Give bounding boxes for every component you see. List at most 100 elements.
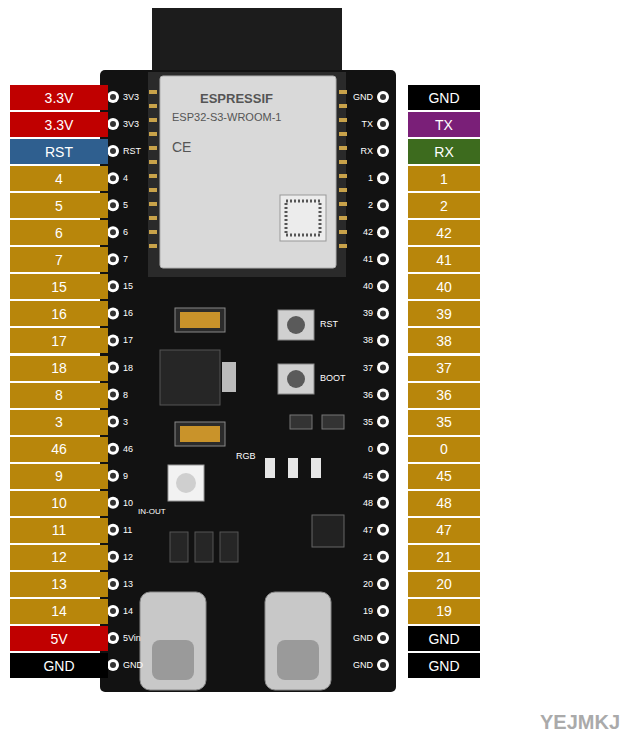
pin-drill <box>110 392 116 398</box>
pin-drill <box>110 635 116 641</box>
pin-drill <box>110 148 116 154</box>
pin-label: 17 <box>51 333 67 349</box>
module-pads <box>149 90 347 248</box>
pin-label-box: 8 <box>10 383 108 408</box>
pin-label-box: 11 <box>10 518 108 543</box>
silkscreen-pin-name: 47 <box>363 526 373 535</box>
pin-drill <box>380 446 386 452</box>
pin-hole <box>107 470 119 482</box>
silkscreen-pin-name: 48 <box>363 499 373 508</box>
pin-label: 40 <box>436 279 452 295</box>
pin-hole <box>377 91 389 103</box>
reset-button <box>278 310 314 340</box>
pin-label: 47 <box>436 522 452 538</box>
pin-drill <box>110 581 116 587</box>
pin-drill <box>380 94 386 100</box>
silkscreen-pin-name: 6 <box>123 228 128 237</box>
pin-drill <box>110 554 116 560</box>
pin-drill <box>380 310 386 316</box>
pin-label-box: 40 <box>408 274 480 299</box>
pin-label: 15 <box>51 279 67 295</box>
pin-drill <box>110 175 116 181</box>
pin-hole <box>107 389 119 401</box>
qr-code <box>280 195 326 241</box>
silkscreen-pin-name: 17 <box>123 336 133 345</box>
pin-label-box: 35 <box>408 410 480 435</box>
pin-drill <box>380 283 386 289</box>
pin-label: GND <box>428 631 459 647</box>
pin-hole <box>107 118 119 130</box>
button-label: BOOT <box>320 374 346 383</box>
pin-hole <box>377 172 389 184</box>
pin-label: 5V <box>50 631 67 647</box>
pin-label-box: 18 <box>10 356 108 381</box>
pin-drill <box>380 148 386 154</box>
silkscreen-pin-name: 46 <box>123 445 133 454</box>
led <box>265 458 275 478</box>
pin-label-box: 46 <box>10 437 108 462</box>
silkscreen-pin-name: 8 <box>123 391 128 400</box>
pin-label: 48 <box>436 495 452 511</box>
pin-hole <box>107 443 119 455</box>
pin-drill <box>380 337 386 343</box>
pin-hole <box>377 362 389 374</box>
silkscreen-pin-name: 3V3 <box>123 93 139 102</box>
brand-text: ESPRESSIF <box>200 92 273 105</box>
led-label: RGB <box>236 452 256 461</box>
pin-drill <box>110 256 116 262</box>
pin-drill <box>110 202 116 208</box>
pin-label-box: 3 <box>10 410 108 435</box>
pin-label: GND <box>428 658 459 674</box>
pin-hole <box>377 578 389 590</box>
pin-drill <box>110 446 116 452</box>
pin-label-box: 13 <box>10 572 108 597</box>
pin-hole <box>107 605 119 617</box>
module-name: ESP32-S3-WROOM-1 <box>172 112 281 123</box>
pin-label-box: 7 <box>10 247 108 272</box>
pin-label: 42 <box>436 225 452 241</box>
pin-drill <box>110 419 116 425</box>
pin-label-box: 5V <box>10 626 108 651</box>
pin-label: 16 <box>51 306 67 322</box>
silkscreen-pin-name: 13 <box>123 580 133 589</box>
pin-hole <box>107 497 119 509</box>
pin-label: 39 <box>436 306 452 322</box>
pin-drill <box>110 310 116 316</box>
usb-c-opening <box>152 640 194 680</box>
silkscreen-pin-name: 5Vin <box>123 634 141 643</box>
silkscreen-pin-name: 10 <box>123 499 133 508</box>
usb-c-opening <box>277 640 319 680</box>
module-shield <box>160 76 336 268</box>
capacitor <box>175 422 225 446</box>
pin-hole <box>107 199 119 211</box>
pin-label: 41 <box>436 252 452 268</box>
silkscreen-pin-name: 41 <box>363 255 373 264</box>
pin-drill <box>110 121 116 127</box>
capacitor <box>175 308 225 332</box>
silkscreen-pin-name: 15 <box>123 282 133 291</box>
silkscreen-pin-name: 3 <box>123 418 128 427</box>
pin-hole <box>107 145 119 157</box>
pin-hole <box>377 334 389 346</box>
pin-drill <box>380 473 386 479</box>
diode <box>195 532 213 562</box>
pin-hole <box>107 172 119 184</box>
module-base <box>148 72 346 277</box>
pin-label-box: 0 <box>408 437 480 462</box>
pin-label-box: 41 <box>408 247 480 272</box>
pin-label: 12 <box>51 549 67 565</box>
silkscreen-pin-name: 16 <box>123 309 133 318</box>
silkscreen-pin-name: GND <box>123 661 143 670</box>
pin-label-box: 36 <box>408 383 480 408</box>
pin-label: 3.3V <box>45 117 74 133</box>
pin-label-box: 5 <box>10 193 108 218</box>
pin-label-box: 21 <box>408 545 480 570</box>
ce-mark: CE <box>172 140 191 154</box>
pin-label: RST <box>45 144 73 160</box>
pin-label: 20 <box>436 576 452 592</box>
pin-drill <box>380 500 386 506</box>
diode <box>170 532 188 562</box>
pin-hole <box>107 226 119 238</box>
silkscreen-pin-name: 35 <box>363 418 373 427</box>
